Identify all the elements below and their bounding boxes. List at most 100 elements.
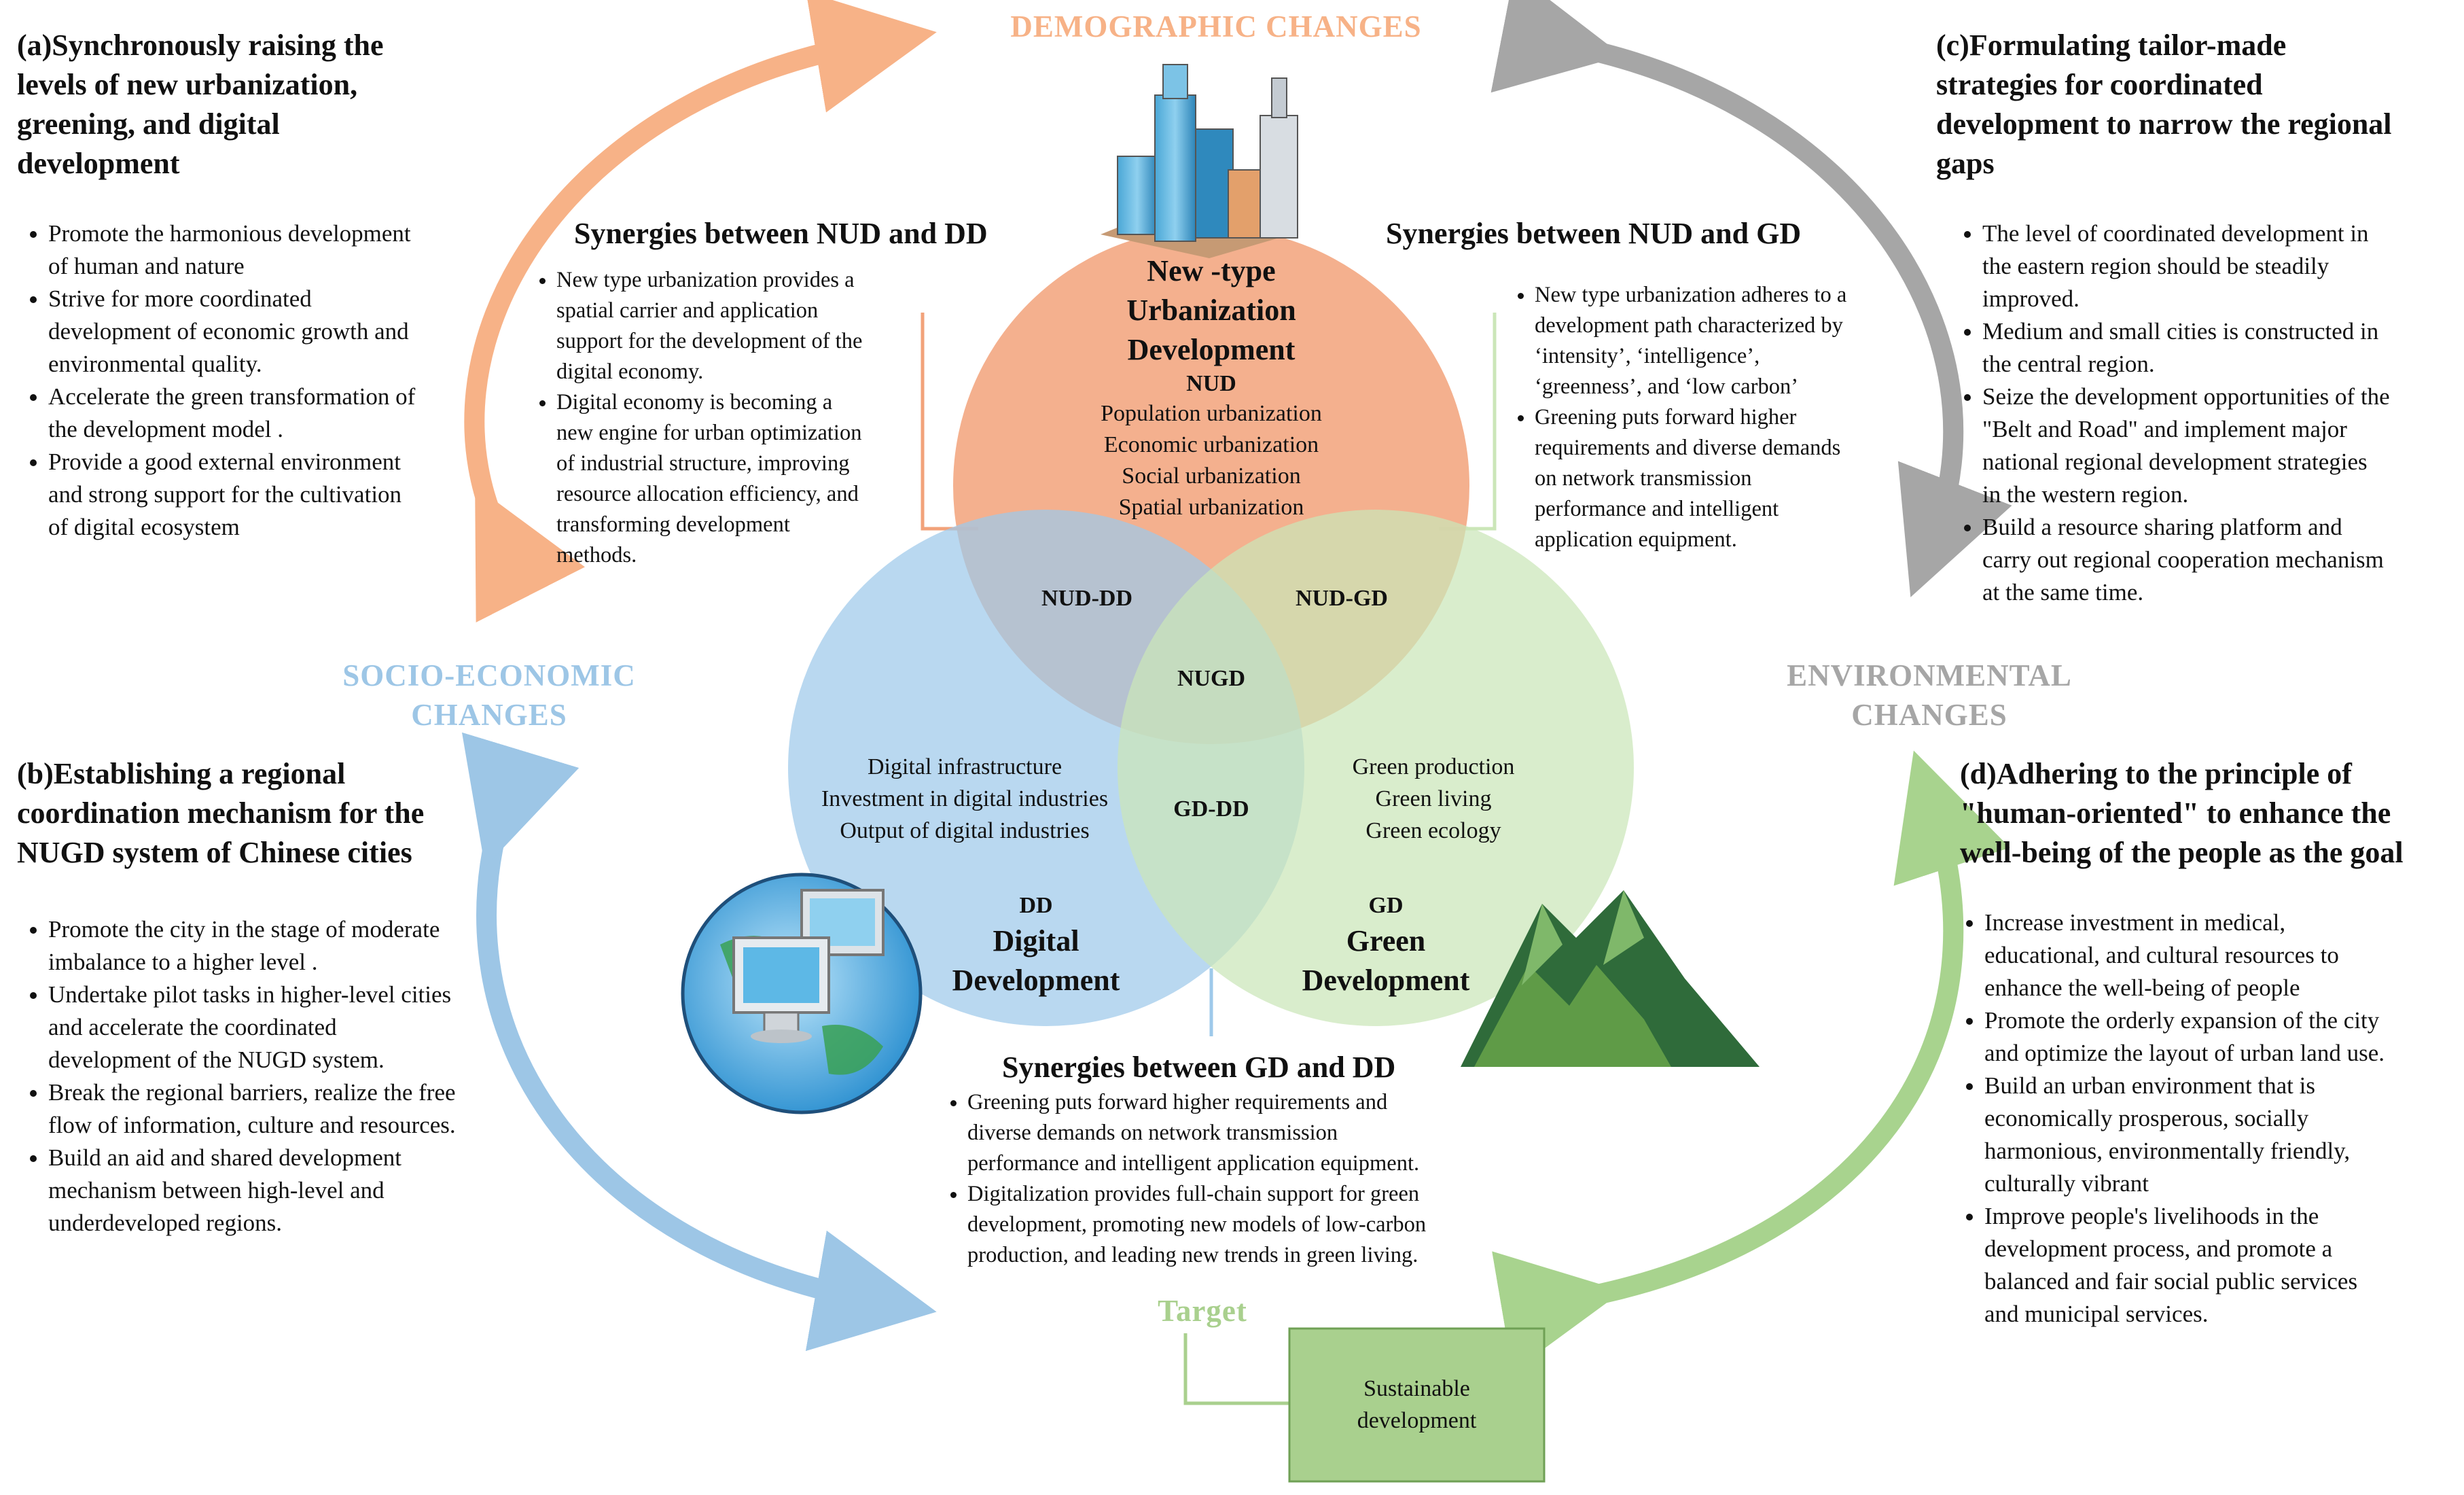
section-d-title-line: (d)Adhering to the principle of [1960, 757, 2352, 790]
section-b-title: (b)Establishing a regional coordination … [17, 754, 533, 873]
dd-label: DD Digital Development [904, 890, 1168, 1000]
dd-abbr: DD [1019, 893, 1053, 918]
synergy-nud-gd: New type urbanization adheres to adevelo… [1505, 280, 1933, 555]
section-d-list: Increase investment in medical,education… [1960, 907, 2459, 1331]
environmental-top-arrow [1490, 0, 2012, 597]
section-c: (c)Formulating tailor-made strategies fo… [1936, 26, 2459, 609]
overlap-gd-dd: GD-DD [1173, 796, 1249, 822]
overlap-nud-gd: NUD-GD [1296, 586, 1388, 611]
section-b: (b)Establishing a regional coordination … [17, 754, 533, 1239]
section-c-list: The level of coordinated development int… [1936, 217, 2459, 609]
gd-label: GD Green Development [1260, 890, 1512, 1000]
nud-name-line: New -type [1147, 254, 1276, 287]
city-buildings-icon [1101, 64, 1298, 258]
list-item: Build a resource sharing platform andcar… [1982, 511, 2459, 609]
target-box-line: Sustainable [1363, 1376, 1470, 1401]
list-item: Greening puts forward higher requirement… [967, 1087, 1529, 1179]
nud-item: Social urbanization [1122, 463, 1301, 489]
overlap-nugd: NUGD [1177, 666, 1246, 691]
socioeconomic-line-1: SOCIO-ECONOMIC [342, 658, 636, 692]
section-b-title-line: (b)Establishing a regional [17, 757, 346, 790]
target-text: Target [1158, 1294, 1247, 1328]
list-item: Promote the orderly expansion of the cit… [1984, 1004, 2459, 1070]
section-d-title-line: well-being of the people as the goal [1960, 836, 2404, 869]
section-d-title-line: "human-oriented" to enhance the [1960, 796, 2391, 830]
target-label: Target [1101, 1291, 1304, 1331]
gd-item: Green living [1375, 786, 1492, 811]
list-item: Greening puts forward higherrequirements… [1535, 402, 1933, 555]
list-item: Build an aid and shared developmentmecha… [48, 1142, 533, 1239]
nud-item: Spatial urbanization [1118, 495, 1304, 520]
synergy-nud-dd: New type urbanization provides aspatial … [526, 265, 934, 571]
list-item: Build an urban environment that iseconom… [1984, 1070, 2459, 1200]
list-item: The level of coordinated development int… [1982, 217, 2459, 315]
target-connector [1183, 1333, 1289, 1405]
dd-item: Digital infrastructure [867, 754, 1063, 779]
section-c-title: (c)Formulating tailor-made strategies fo… [1936, 26, 2459, 183]
synergy-gd-dd: Greening puts forward higher requirement… [938, 1087, 1529, 1271]
dd-item: Output of digital industries [840, 818, 1090, 843]
target-box [1288, 1327, 1546, 1483]
section-a-title-line: (a)Synchronously raising the [17, 29, 384, 62]
list-item: Promote the city in the stage of moderat… [48, 913, 533, 979]
gd-circle [1118, 510, 1634, 1026]
list-item: Medium and small cities is constructed i… [1982, 315, 2459, 381]
socioeconomic-line-2: CHANGES [411, 698, 567, 732]
nud-item: Population urbanization [1101, 401, 1322, 426]
gd-abbr: GD [1368, 893, 1404, 918]
synergy-gd-dd-title: Synergies between GD and DD [1002, 1051, 1396, 1084]
list-item: Increase investment in medical,education… [1984, 907, 2459, 1004]
section-b-title-line: NUGD system of Chinese cities [17, 836, 412, 869]
section-a: (a)Synchronously raising the levels of n… [17, 26, 493, 544]
demographic-changes-text: DEMOGRAPHIC CHANGES [1010, 10, 1422, 43]
dd-name-line: Development [952, 964, 1120, 997]
section-a-title: (a)Synchronously raising the levels of n… [17, 26, 493, 183]
gd-name-line: Green [1346, 924, 1426, 957]
section-d: (d)Adhering to the principle of "human-o… [1960, 754, 2459, 1331]
mountain-icon [1461, 890, 1760, 1067]
section-a-title-line: greening, and digital [17, 107, 280, 141]
section-c-title-line: gaps [1936, 147, 1995, 180]
demographic-arrow [464, 0, 937, 622]
nud-name-line: Development [1127, 333, 1296, 366]
nud-name-line: Urbanization [1126, 294, 1296, 327]
environmental-changes-label: ENVIRONMENTAL CHANGES [1760, 656, 2099, 735]
target-box-line: development [1357, 1408, 1477, 1433]
nud-label: New -type Urbanization Development NUD P… [1055, 251, 1368, 523]
list-item: Break the regional barriers, realize the… [48, 1076, 533, 1142]
socioeconomic-arrow [461, 732, 937, 1352]
synergy-nud-gd-title: Synergies between NUD and GD [1386, 217, 1802, 250]
synergy-nud-dd-title: Synergies between NUD and DD [574, 217, 988, 250]
gd-item: Green production [1352, 754, 1515, 779]
list-item: Digitalization provides full-chain suppo… [967, 1179, 1529, 1271]
list-item: New type urbanization provides aspatial … [556, 265, 934, 387]
gd-items: Green production Green living Green ecol… [1304, 751, 1563, 847]
list-item: Accelerate the green transformation ofth… [48, 381, 493, 446]
section-c-title-line: strategies for coordinated [1936, 68, 2263, 101]
section-c-title-line: (c)Formulating tailor-made [1936, 29, 2287, 62]
list-item: Improve people's livelihoods in thedevel… [1984, 1200, 2459, 1331]
synergy-gd-dd-list: Greening puts forward higher requirement… [938, 1087, 1529, 1271]
gd-name-line: Development [1302, 964, 1470, 997]
synergy-nud-dd-list: New type urbanization provides aspatial … [526, 265, 934, 571]
overlap-nud-dd: NUD-DD [1041, 586, 1133, 611]
section-c-title-line: development to narrow the regional [1936, 107, 2392, 141]
list-item: Seize the development opportunities of t… [1982, 381, 2459, 511]
section-d-title: (d)Adhering to the principle of "human-o… [1960, 754, 2459, 873]
environmental-line-1: ENVIRONMENTAL [1787, 658, 2072, 692]
section-b-title-line: coordination mechanism for the [17, 796, 425, 830]
section-b-list: Promote the city in the stage of moderat… [17, 913, 533, 1239]
demographic-changes-label: DEMOGRAPHIC CHANGES [971, 7, 1461, 46]
environmental-line-2: CHANGES [1851, 698, 2007, 732]
digital-globe-icon [681, 873, 923, 1114]
synergy-nud-gd-list: New type urbanization adheres to adevelo… [1505, 280, 1933, 555]
socioeconomic-changes-label: SOCIO-ECONOMIC CHANGES [319, 656, 659, 735]
list-item: Undertake pilot tasks in higher-level ci… [48, 979, 533, 1076]
list-item: New type urbanization adheres to adevelo… [1535, 280, 1933, 402]
